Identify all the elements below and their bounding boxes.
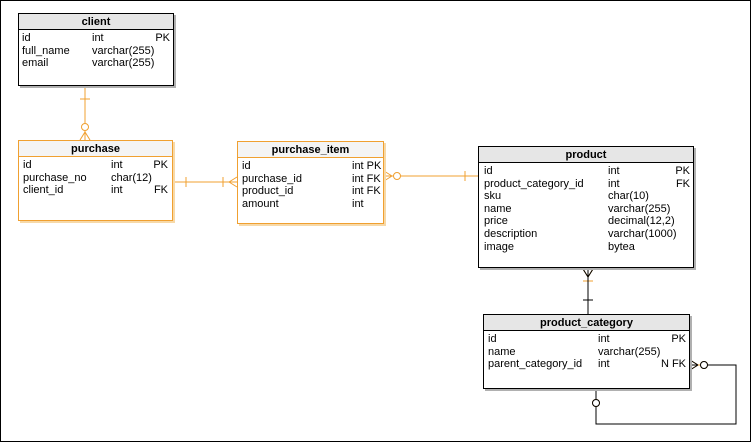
- column-type: int: [608, 165, 620, 177]
- column-row: id int PK: [19, 32, 173, 45]
- column-row: product_id int FK: [238, 185, 383, 198]
- column-key: FK: [153, 184, 168, 197]
- column-name: purchase_id: [242, 172, 302, 185]
- entity-title: purchase_item: [238, 142, 383, 158]
- column-name: image: [484, 240, 514, 253]
- entity-product[interactable]: product id int PK product_category_id in…: [478, 146, 694, 268]
- column-name: email: [22, 57, 49, 70]
- column-type: char(12): [111, 171, 152, 184]
- column-type: int FK: [352, 172, 381, 185]
- column-name: sku: [484, 190, 502, 203]
- column-key: N FK: [660, 358, 686, 371]
- column-name: parent_category_id: [488, 358, 583, 371]
- column-row: amount int: [238, 198, 383, 211]
- crowfoot-marker: [689, 359, 699, 366]
- column-type: int: [608, 177, 620, 190]
- column-row: email varchar(255): [19, 57, 173, 70]
- column-name: name: [488, 345, 516, 358]
- column-row: id int PK: [479, 165, 693, 178]
- column-type: varchar(255): [608, 202, 671, 215]
- column-type: char(10): [608, 190, 649, 203]
- rel-category-self-outline: [595, 364, 737, 425]
- column-row: purchase_no char(12): [19, 172, 172, 185]
- crowfoot-marker: [689, 364, 699, 371]
- column-name: id: [484, 165, 493, 177]
- column-type: int: [111, 184, 123, 197]
- zero-marker: [81, 123, 89, 131]
- column-type: int: [352, 197, 364, 210]
- column-type: int: [92, 32, 104, 44]
- column-type: bytea: [608, 240, 635, 253]
- column-name: description: [484, 227, 538, 240]
- entity-title: product_category: [484, 315, 689, 331]
- column-key: PK: [155, 32, 170, 44]
- column-name: full_name: [22, 44, 70, 57]
- entity-purchase-item[interactable]: purchase_item id int PK purchase_id int …: [237, 141, 384, 224]
- column-type: varchar(1000): [608, 227, 677, 240]
- column-name: product_category_id: [484, 177, 584, 190]
- column-row: name varchar(255): [479, 203, 693, 216]
- column-type: varchar(255): [598, 345, 661, 358]
- crowfoot-marker: [228, 176, 238, 183]
- column-name: client_id: [23, 184, 64, 197]
- zero-marker: [592, 399, 600, 407]
- column-type: int: [598, 333, 610, 345]
- column-row: name varchar(255): [484, 346, 689, 359]
- entity-title: product: [479, 147, 693, 163]
- entity-title: client: [19, 14, 173, 30]
- entity-purchase[interactable]: purchase id int PK purchase_no char(12) …: [18, 140, 173, 221]
- column-row: id int PK: [19, 159, 172, 172]
- column-row: sku char(10): [479, 190, 693, 203]
- column-name: id: [22, 32, 31, 44]
- column-name: purchase_no: [23, 171, 87, 184]
- column-type: varchar(255): [92, 44, 155, 57]
- column-row: purchase_id int FK: [238, 173, 383, 186]
- column-row: client_id int FK: [19, 184, 172, 197]
- crowfoot-marker: [228, 181, 238, 188]
- column-key: PK: [671, 333, 686, 345]
- column-name: name: [484, 202, 512, 215]
- column-type: int: [111, 159, 123, 171]
- column-row: image bytea: [479, 241, 693, 254]
- entity-client[interactable]: client id int PK full_name varchar(255) …: [18, 13, 174, 86]
- column-key: PK: [675, 165, 690, 177]
- crowfoot-marker: [84, 131, 91, 141]
- crowfoot-marker: [79, 131, 86, 141]
- column-type: int FK: [352, 185, 381, 198]
- column-key: PK: [153, 159, 168, 171]
- column-type: decimal(12,2): [608, 215, 675, 228]
- zero-marker: [393, 172, 401, 180]
- column-type: int: [598, 358, 610, 371]
- entity-product-category[interactable]: product_category id int PK name varchar(…: [483, 314, 690, 389]
- column-type: varchar(255): [92, 57, 155, 70]
- column-name: id: [23, 159, 32, 171]
- crowfoot-marker: [383, 170, 393, 177]
- column-name: price: [484, 215, 508, 228]
- column-name: id: [488, 333, 497, 345]
- column-row: price decimal(12,2): [479, 215, 693, 228]
- column-row: description varchar(1000): [479, 228, 693, 241]
- column-name: amount: [242, 197, 279, 210]
- column-type: int PK: [352, 160, 382, 172]
- column-row: parent_category_id int N FK: [484, 358, 689, 371]
- column-row: id int PK: [484, 333, 689, 346]
- column-name: id: [242, 160, 251, 172]
- column-name: product_id: [242, 185, 294, 198]
- zero-marker: [700, 361, 708, 369]
- column-row: full_name varchar(255): [19, 45, 173, 58]
- column-row: id int PK: [238, 160, 383, 173]
- column-key: FK: [675, 177, 690, 190]
- entity-title: purchase: [19, 141, 172, 157]
- crowfoot-marker: [383, 175, 393, 182]
- column-row: product_category_id int FK: [479, 178, 693, 191]
